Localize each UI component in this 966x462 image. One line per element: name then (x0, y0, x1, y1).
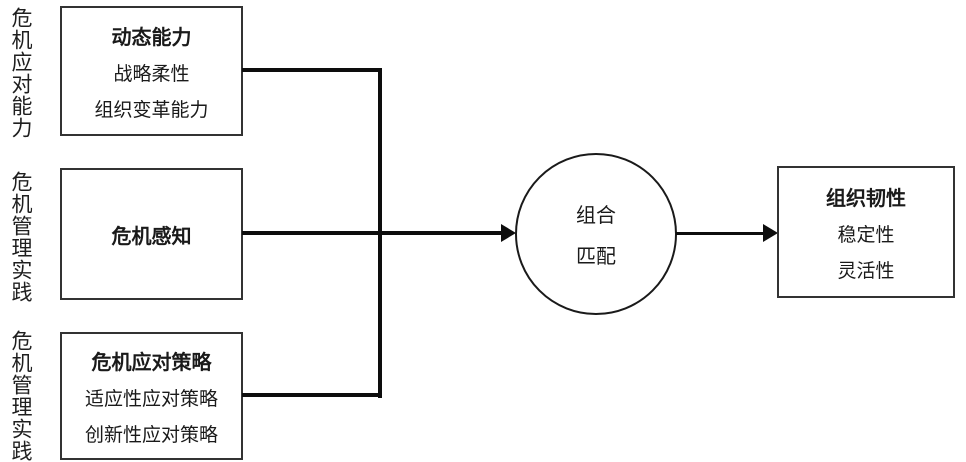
circle-line-match: 匹配 (576, 244, 616, 268)
circle-line-combination: 组合 (576, 203, 616, 227)
arrow-output-head-icon (763, 224, 778, 242)
box-crisis-response-strategy-title: 危机应对策略 (91, 349, 212, 374)
connector-bottom-horizontal (242, 393, 382, 397)
row-label-crisis-response-capability: 危机应对能力 (9, 7, 33, 139)
arrow-main-line (242, 231, 502, 235)
box-organizational-resilience-title: 组织韧性 (826, 185, 906, 210)
box-crisis-perception-title: 危机感知 (111, 223, 192, 248)
box-organizational-resilience-line-stability: 稳定性 (837, 223, 895, 246)
arrow-main-head-icon (501, 224, 516, 242)
box-organizational-resilience: 组织韧性 稳定性 灵活性 (777, 166, 955, 298)
box-crisis-perception: 危机感知 (60, 168, 243, 300)
box-crisis-response-strategy-line-adaptive: 适应性应对策略 (84, 387, 218, 410)
circle-combination-match: 组合 匹配 (515, 153, 677, 315)
box-dynamic-capability-title: 动态能力 (111, 24, 192, 49)
row-label-crisis-management-practice-1: 危机管理实践 (9, 171, 33, 303)
box-dynamic-capability-line-org-change-ability: 组织变革能力 (94, 98, 209, 121)
box-crisis-response-strategy: 危机应对策略 适应性应对策略 创新性应对策略 (60, 332, 243, 460)
box-dynamic-capability-line-strategic-flexibility: 战略柔性 (113, 62, 190, 85)
box-organizational-resilience-line-flexibility: 灵活性 (837, 259, 895, 282)
connector-top-horizontal (242, 68, 382, 72)
box-dynamic-capability: 动态能力 战略柔性 组织变革能力 (60, 6, 243, 136)
box-crisis-response-strategy-line-innovative: 创新性应对策略 (84, 423, 218, 446)
row-label-crisis-management-practice-2: 危机管理实践 (9, 330, 33, 462)
arrow-output-line (676, 232, 764, 235)
